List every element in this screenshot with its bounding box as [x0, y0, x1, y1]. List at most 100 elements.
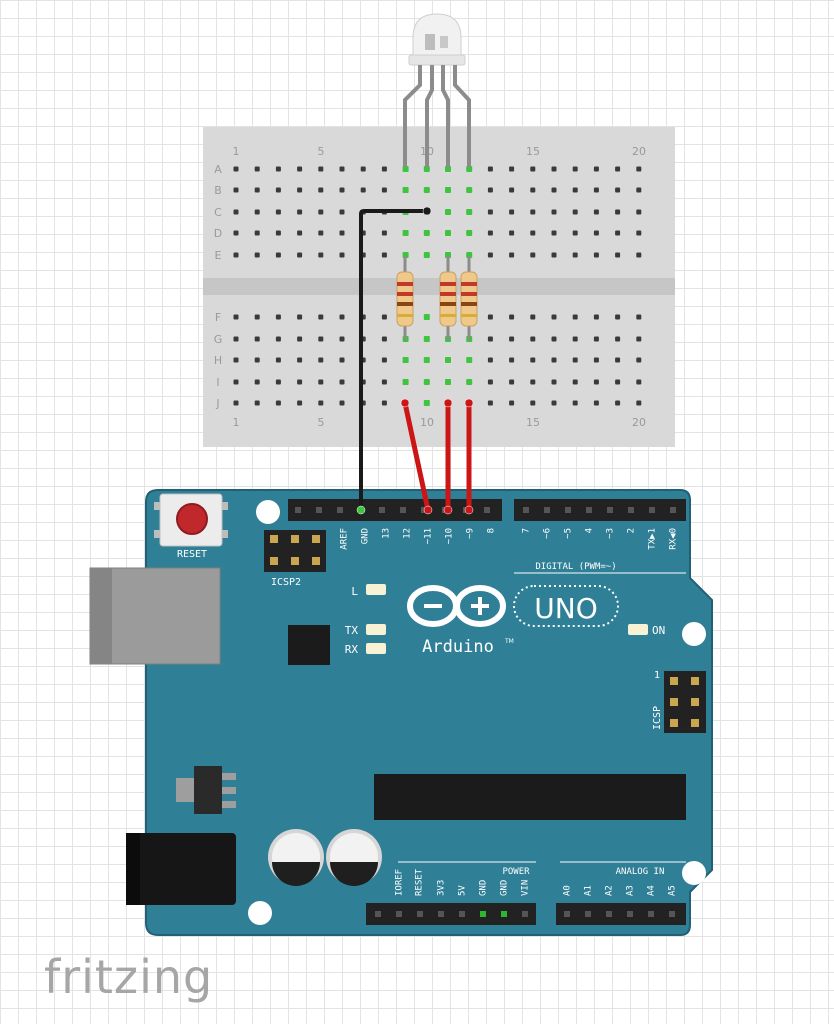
resistor-2-band-3 — [440, 302, 456, 306]
column-number-top-15: 15 — [526, 145, 540, 158]
header-pin — [564, 911, 570, 917]
led-rx-label: RX — [345, 643, 359, 656]
resistor-3-band-tolerance — [461, 314, 477, 317]
pin-label-a0: A0 — [563, 885, 573, 896]
breadboard-hole — [339, 336, 345, 342]
wire-ground-black[interactable] — [359, 209, 427, 510]
breadboard-hole — [593, 166, 599, 172]
column-number-bottom-10: 10 — [420, 416, 434, 429]
breadboard-hole — [275, 209, 281, 215]
resistor-3-band-3 — [461, 302, 477, 306]
connected-hole — [423, 230, 430, 236]
breadboard-hole — [551, 400, 557, 406]
connected-hole — [423, 252, 430, 258]
icsp-pin — [670, 698, 678, 706]
breadboard-hole — [233, 314, 239, 320]
header-pin — [379, 507, 385, 513]
breadboard-hole — [593, 209, 599, 215]
pin-label-reset: RESET — [415, 868, 425, 896]
breadboard-hole — [254, 357, 260, 363]
breadboard-hole — [318, 209, 324, 215]
breadboard-hole — [297, 187, 303, 193]
header-pin — [316, 507, 322, 513]
header-pin — [417, 911, 423, 917]
breadboard-hole — [487, 400, 493, 406]
breadboard-hole — [275, 314, 281, 320]
column-number-bottom-1: 1 — [233, 416, 240, 429]
connected-hole — [423, 357, 430, 363]
row-letter-f: F — [215, 311, 221, 324]
breadboard-hole — [530, 230, 536, 236]
breadboard-hole — [318, 379, 324, 385]
column-number-top-20: 20 — [632, 145, 646, 158]
header-pin — [606, 911, 612, 917]
breadboard-hole — [572, 379, 578, 385]
breadboard-hole — [297, 379, 303, 385]
header-pin — [607, 507, 613, 513]
pin-label-3: ~3 — [606, 528, 616, 539]
breadboard-hole — [572, 252, 578, 258]
mounting-hole-right-lower — [682, 861, 706, 885]
model-label: UNO — [534, 592, 597, 625]
breadboard-hole — [615, 379, 621, 385]
pin-label-rx0: RX◀0 — [669, 528, 679, 550]
pin-label-2: 2 — [627, 528, 637, 533]
breadboard-hole — [509, 230, 515, 236]
icsp-pin — [691, 719, 699, 727]
breadboard-hole — [509, 209, 515, 215]
regulator-pin — [222, 787, 236, 794]
breadboard-hole — [233, 379, 239, 385]
wire-endpoint — [443, 505, 453, 515]
breadboard-hole — [297, 357, 303, 363]
breadboard-center-channel — [203, 278, 675, 295]
reset-button[interactable] — [154, 493, 228, 547]
breadboard-hole — [254, 230, 260, 236]
connected-hole — [445, 209, 451, 215]
breadboard-hole — [360, 166, 366, 172]
voltage-regulator — [194, 766, 222, 814]
breadboard-hole — [297, 336, 303, 342]
breadboard-hole — [509, 400, 515, 406]
breadboard-hole — [318, 400, 324, 406]
resistor-1[interactable] — [396, 256, 414, 340]
breadboard-hole — [551, 379, 557, 385]
column-number-bottom-5: 5 — [318, 416, 325, 429]
breadboard-hole — [509, 314, 515, 320]
connected-hole — [466, 230, 473, 236]
resistor-2[interactable] — [439, 256, 457, 340]
resistor-3[interactable] — [460, 256, 478, 340]
breadboard-hole — [339, 166, 345, 172]
breadboard-hole — [615, 166, 621, 172]
breadboard-hole — [318, 357, 324, 363]
capacitor-1 — [268, 829, 324, 886]
breadboard-hole — [551, 314, 557, 320]
pin-label-8: 8 — [487, 528, 497, 533]
breadboard-hole — [572, 209, 578, 215]
breadboard-hole — [572, 314, 578, 320]
breadboard-hole — [636, 209, 642, 215]
pin-label-a4: A4 — [647, 885, 657, 896]
breadboard-hole — [509, 379, 515, 385]
breadboard-hole — [593, 252, 599, 258]
led-tx-label: TX — [345, 624, 359, 637]
wire-red-pin11[interactable] — [402, 400, 431, 513]
wires — [356, 206, 474, 515]
rgb-led[interactable] — [403, 13, 471, 167]
breadboard-hole — [615, 336, 621, 342]
breadboard-hole — [254, 379, 260, 385]
breadboard-hole — [530, 336, 536, 342]
pin-label-6: ~6 — [543, 528, 553, 539]
pin-label-4: 4 — [585, 528, 595, 533]
connected-hole — [423, 166, 430, 172]
row-letter-d: D — [214, 227, 222, 240]
pin-label-a3: A3 — [626, 885, 636, 896]
breadboard-hole — [381, 400, 387, 406]
breadboard-hole — [615, 187, 621, 193]
breadboard-hole — [381, 166, 387, 172]
bottom-header-pins — [375, 911, 675, 917]
header-pin — [459, 911, 465, 917]
connected-hole — [402, 166, 409, 172]
breadboard-hole — [487, 187, 493, 193]
header-pin — [544, 507, 550, 513]
led-l — [366, 584, 386, 595]
